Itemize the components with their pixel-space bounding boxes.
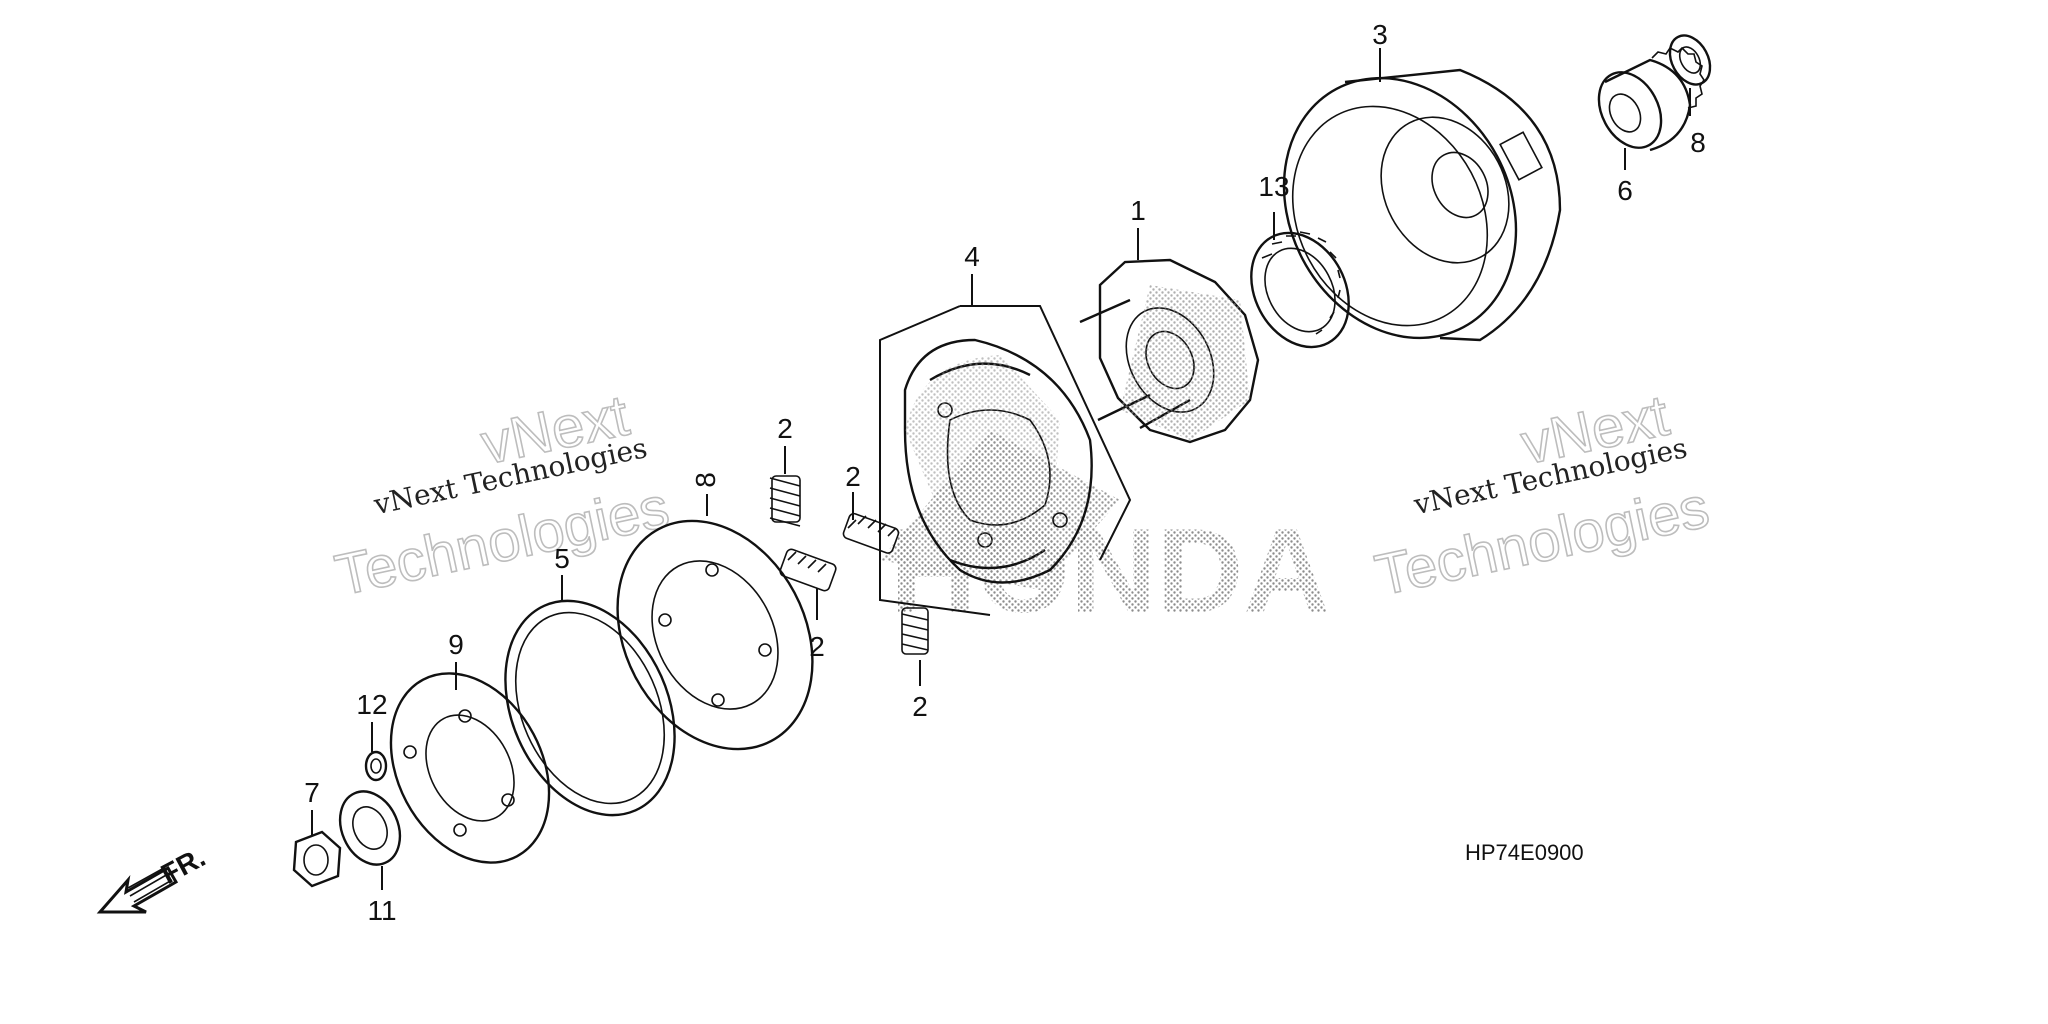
part-11-washer: [338, 790, 402, 866]
part-5-ring: [504, 599, 676, 817]
callout-2-b: 2: [845, 461, 861, 492]
part-2-spring-d: [901, 607, 929, 655]
callout-12: 12: [356, 689, 387, 720]
part-12-washer: [364, 750, 388, 782]
callout-4: 4: [964, 241, 980, 272]
watermark-left: vNext Technologies vNext Technologies: [329, 382, 675, 609]
callout-13: 13: [1258, 171, 1289, 202]
direction-label: FR.: [156, 841, 210, 890]
part-2-spring-c: [779, 548, 837, 592]
diagram-code: HP74E0900: [1465, 840, 1584, 865]
part-8-plate: [616, 519, 814, 751]
part-7-nut: [292, 830, 342, 888]
part-6-gear: [1597, 46, 1705, 152]
callout-6: 6: [1617, 175, 1633, 206]
front-direction-arrow: FR.: [96, 841, 210, 914]
part-13-one-way-clutch: [1250, 231, 1350, 349]
callout-9: 9: [448, 629, 464, 660]
callout-11: 11: [367, 895, 396, 926]
callout-5: 5: [554, 543, 570, 574]
callout-3: 3: [1372, 19, 1388, 50]
callout-1: 1: [1130, 195, 1146, 226]
part-10-washer: [1668, 34, 1712, 86]
part-9-plate: [389, 672, 551, 864]
callout-2-d: 2: [912, 691, 928, 722]
callout-2-a: 2: [777, 413, 793, 444]
callout-10: 8: [1690, 127, 1706, 158]
part-2-spring-b: [842, 512, 900, 554]
callout-2-c: 2: [809, 631, 825, 662]
part-4-clutch-weight: [879, 305, 1132, 616]
callout-8: 8: [690, 472, 721, 488]
part-3-clutch-outer: [1282, 68, 1562, 342]
leader-lines: [311, 48, 1691, 890]
callout-7: 7: [304, 777, 320, 808]
watermark-right: vNext Technologies vNext Technologies: [1369, 382, 1715, 609]
callouts: 3 8 6 13 1 4 2 2 2 2 8 5 9 12 7 11: [304, 19, 1706, 926]
part-1-drive-plate: [1079, 258, 1260, 444]
